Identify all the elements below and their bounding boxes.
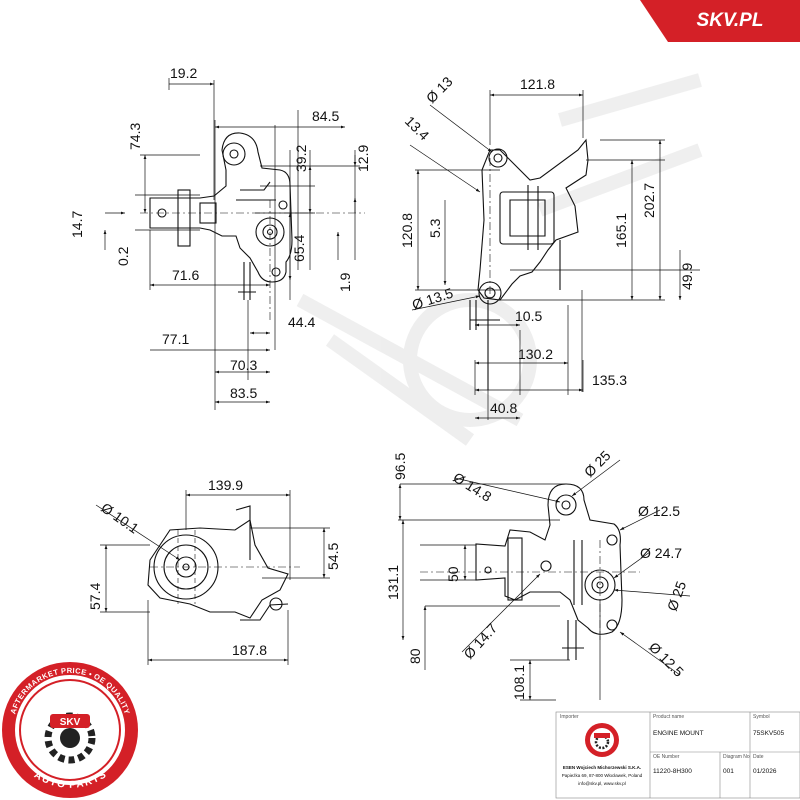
dim-187-8: 187.8: [232, 642, 267, 658]
dim-71-6: 71.6: [172, 267, 199, 283]
dim-10-5: 10.5: [515, 308, 542, 324]
date-label: Date: [753, 754, 764, 760]
bottom-view-labels: 139.9 Ø 10.1 54.5 57.4 187.8: [87, 477, 341, 658]
seal-center-text: SKV: [60, 717, 81, 728]
bottom-view: [147, 505, 300, 621]
dim-top-dia-14-8: Ø 14.8: [450, 469, 494, 505]
diagram-no-label: Diagram No: [723, 754, 750, 760]
dim-side-dia-13: Ø 13: [423, 73, 456, 106]
dim-202-7: 202.7: [641, 183, 657, 218]
dim-121-8: 121.8: [520, 76, 555, 92]
dim-130-2: 130.2: [518, 346, 553, 362]
product-name: ENGINE MOUNT: [653, 730, 704, 737]
dim-74-3: 74.3: [127, 123, 143, 150]
dim-bottom-dia-10-1: Ø 10.1: [98, 499, 142, 536]
oe-number-label: OE Number: [653, 754, 680, 760]
dim-135-3: 135.3: [592, 372, 627, 388]
dim-65-4: 65.4: [291, 235, 307, 262]
dim-139-9: 139.9: [208, 477, 243, 493]
diagram-no: 001: [723, 768, 734, 775]
side-view: [469, 138, 589, 390]
symbol-label: Symbol: [753, 714, 770, 720]
dim-44-4: 44.4: [288, 314, 315, 330]
dim-40-8: 40.8: [490, 400, 517, 416]
dim-top-dia-14-7: Ø 14.7: [460, 620, 500, 662]
side-view-dimensions: [409, 90, 700, 420]
skv-seal-logo: SKV AFTERMARKET PRICE • OE QUALITY AUTO …: [2, 662, 138, 798]
importer-label: Importer: [560, 714, 579, 720]
dim-top-dia-12-5-upper: Ø 12.5: [638, 503, 680, 519]
dim-49-9: 49.9: [679, 263, 695, 290]
watermark: [296, 73, 703, 446]
dim-84-5: 84.5: [312, 108, 339, 124]
dim-top-dia-25-upper: Ø 25: [581, 447, 614, 480]
title-block: Importer Product name Symbol ENGINE MOUN…: [555, 711, 800, 799]
date-value: 01/2026: [753, 768, 777, 775]
front-view: [140, 132, 365, 320]
side-view-labels: Ø 13 13.4 121.8 120.8 5.3 165.1 202.7 Ø …: [399, 73, 695, 416]
dim-13-4: 13.4: [402, 113, 433, 144]
dim-50: 50: [445, 566, 461, 582]
brand-name: SKV.PL: [697, 10, 764, 31]
front-view-labels: 19.2 84.5 74.3 39.2 12.9 14.7 0.2 65.4 7…: [69, 65, 371, 401]
dim-108-1: 108.1: [511, 665, 527, 700]
dim-top-dia-24-7: Ø 24.7: [640, 545, 682, 561]
dim-top-dia-12-5-lower: Ø 12.5: [646, 639, 687, 680]
bottom-view-dimensions: [95, 490, 330, 665]
dim-5-3: 5.3: [427, 218, 443, 238]
dim-77-1: 77.1: [162, 331, 189, 347]
dim-19-2: 19.2: [170, 65, 197, 81]
symbol-value: 75SKV505: [753, 730, 784, 737]
dim-120-8: 120.8: [399, 213, 415, 248]
top-view-labels: 96.5 Ø 25 Ø 14.8 Ø 12.5 131.1 Ø 24.7 50 …: [385, 447, 689, 700]
dim-57-4: 57.4: [87, 583, 103, 610]
dim-165-1: 165.1: [613, 213, 629, 248]
dim-96-5: 96.5: [392, 453, 408, 480]
dim-54-5: 54.5: [325, 543, 341, 570]
top-view-dimensions: [398, 459, 691, 701]
dim-0-2: 0.2: [115, 246, 131, 266]
dim-1-9: 1.9: [337, 272, 353, 292]
dim-39-2: 39.2: [293, 145, 309, 172]
company-contact: info@skv.pl, www.skv.pl: [578, 781, 625, 786]
oe-number: 11220-8H300: [653, 768, 692, 775]
dim-12-9: 12.9: [355, 145, 371, 172]
dim-80: 80: [407, 648, 423, 664]
dim-70-3: 70.3: [230, 357, 257, 373]
dim-83-5: 83.5: [230, 385, 257, 401]
company-name: ESEN Wojciech Michorzewski S.K.A.: [563, 765, 641, 770]
importer-logo: [585, 723, 619, 757]
brand-banner[interactable]: SKV.PL: [640, 0, 800, 42]
company-address: Papieżka 69, 87-800 Włocławek, Poland: [562, 773, 643, 778]
dim-14-7: 14.7: [69, 211, 85, 238]
product-name-label: Product name: [653, 714, 684, 720]
dim-131-1: 131.1: [385, 565, 401, 600]
front-view-dimensions: [103, 78, 360, 410]
